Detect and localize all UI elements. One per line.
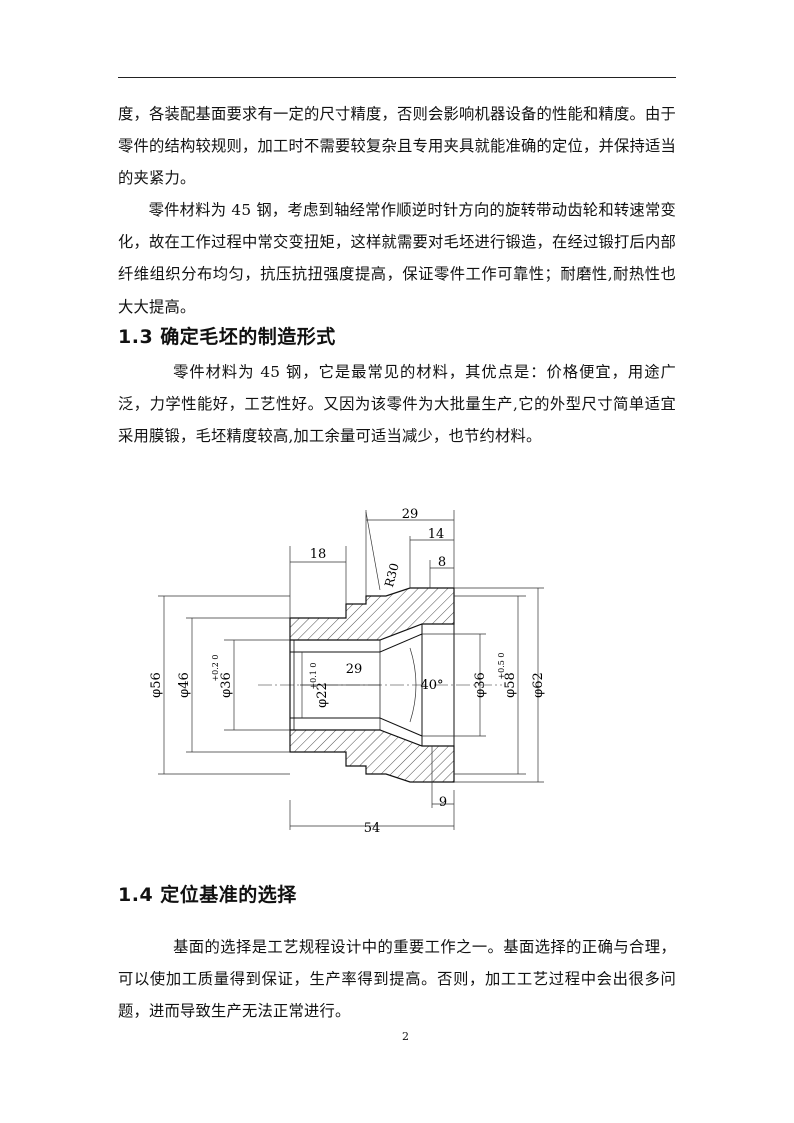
dim-14: 14 <box>428 527 445 542</box>
dim-phi56: φ56 <box>149 672 164 698</box>
dim-phi46: φ46 <box>177 672 192 698</box>
paragraph-3: 零件材料为 45 钢，它是最常见的材料，其优点是：价格便宜，用途广泛，力学性能好… <box>118 363 676 446</box>
blank-drawing: 29 14 18 8 R30 29 40° 9 54 φ56 φ46 φ36 +… <box>149 507 546 836</box>
dim-8: 8 <box>438 555 446 570</box>
dim-29-inner: 29 <box>346 662 363 677</box>
dim-phi62: φ62 <box>531 672 546 698</box>
tol-phi22: +0.1 0 <box>309 662 318 689</box>
dim-angle-40: 40° <box>420 678 443 693</box>
section-heading-1-3: 1.3 确定毛坯的制造形式 <box>118 326 336 348</box>
page-number: 2 <box>402 1030 409 1043</box>
tol-phi36-left: +0.2 0 <box>211 654 220 681</box>
header-rule <box>118 77 676 78</box>
dim-phi58: φ58 <box>503 672 518 698</box>
dim-phi22: φ22 <box>315 682 330 708</box>
paragraph-1: 度，各装配基面要求有一定的尺寸精度，否则会影响机器设备的性能和精度。由于零件的结… <box>118 105 676 188</box>
dim-54: 54 <box>364 821 381 836</box>
dim-18: 18 <box>310 547 327 562</box>
dim-29-top: 29 <box>402 507 419 522</box>
tol-phi58: +0.5 0 <box>497 652 506 679</box>
paragraph-2: 零件材料为 45 钢，考虑到轴经常作顺逆时针方向的旋转带动齿轮和转速常变化，故在… <box>118 201 676 316</box>
dim-9: 9 <box>439 795 447 810</box>
dim-r30: R30 <box>382 561 402 588</box>
paragraph-4: 基面的选择是工艺规程设计中的重要工作之一。基面选择的正确与合理，可以使加工质量得… <box>118 938 676 1021</box>
section-upper <box>289 587 455 641</box>
section-heading-1-4: 1.4 定位基准的选择 <box>118 884 297 906</box>
dim-phi36-left: φ36 <box>219 672 234 698</box>
dim-phi36-right: φ36 <box>473 672 488 698</box>
section-lower <box>289 729 455 783</box>
